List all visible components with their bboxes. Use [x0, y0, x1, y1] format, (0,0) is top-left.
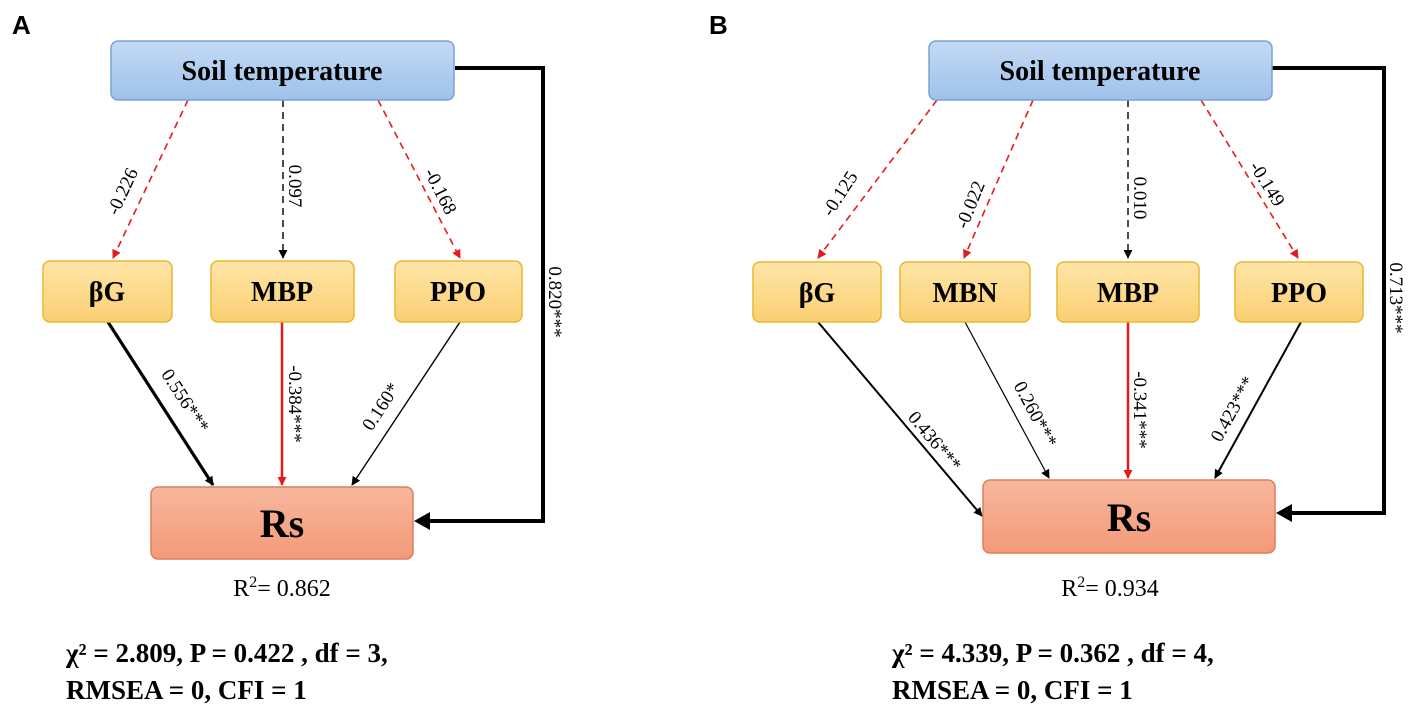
node-a-soil-temperature-label: Soil temperature	[182, 56, 383, 87]
path-b-temp-bg	[817, 99, 938, 259]
node-a-mbp-label: MBP	[251, 277, 313, 308]
panel-a: A Soil temperature βG MBP PPO Rs -0.226 …	[12, 10, 565, 705]
node-a-rs-label: Rs	[260, 501, 304, 546]
r2-b: R2= 0.934	[1061, 574, 1159, 602]
coef-a-temp-rs: 0.820***	[544, 266, 565, 337]
coef-b-temp-mbp: 0.010	[1129, 177, 1150, 220]
path-b-ppo-rs	[1214, 321, 1302, 479]
node-b-mbn-label: MBN	[932, 278, 997, 309]
r2-a-sup: 2	[249, 574, 257, 591]
node-b-mbn	[899, 261, 1031, 323]
path-a-temp-rs-arrowhead	[414, 512, 430, 530]
coef-a-temp-ppo: -0.168	[419, 165, 460, 218]
coef-b-bg-rs: 0.436***	[903, 407, 965, 475]
coef-a-mbp-rs: -0.384***	[284, 365, 305, 443]
node-a-mbp	[210, 260, 355, 323]
fit-stats-b-line1: χ² = 4.339, P = 0.362 , df = 4,	[891, 638, 1214, 668]
node-b-soil-temperature	[928, 40, 1273, 101]
node-b-rs	[982, 479, 1276, 554]
path-a-bg-rs	[106, 321, 215, 486]
node-a-ppo	[394, 260, 523, 323]
fit-stats-a-line1: χ² = 2.809, P = 0.422 , df = 3,	[65, 638, 388, 668]
r2-b-sup: 2	[1077, 574, 1085, 591]
r2-b-prefix: R	[1061, 576, 1077, 602]
path-a-temp-rs	[427, 66, 545, 523]
coef-a-temp-bg: -0.226	[103, 165, 143, 218]
node-a-soil-temperature	[110, 40, 455, 101]
path-b-bg-rs	[817, 321, 983, 517]
node-b-bg-label: βG	[799, 278, 836, 309]
path-b-temp-ppo	[1200, 99, 1299, 259]
coef-b-ppo-rs: 0.423***	[1207, 373, 1260, 445]
r2-a: R2= 0.862	[233, 574, 331, 602]
node-b-bg	[752, 261, 882, 323]
coef-a-bg-rs: 0.556***	[156, 365, 212, 436]
coef-b-temp-bg: -0.125	[818, 168, 862, 221]
fit-stats-a-line2: RMSEA = 0, CFI = 1	[66, 675, 307, 705]
node-b-soil-temperature-label: Soil temperature	[1000, 56, 1201, 87]
coef-b-temp-ppo: -0.149	[1245, 158, 1289, 211]
coef-b-temp-mbn: -0.022	[952, 178, 990, 231]
node-b-mbp	[1056, 261, 1200, 323]
node-b-mbp-label: MBP	[1097, 278, 1159, 309]
coef-a-temp-mbp: 0.097	[284, 165, 305, 208]
path-b-mbn-rs	[964, 321, 1050, 479]
panel-b-letter: B	[709, 10, 728, 40]
panel-b: B Soil temperature βG MBN MBP PPO Rs -0.…	[709, 10, 1406, 705]
path-a-temp-ppo	[377, 99, 461, 259]
coef-b-mbn-rs: 0.260***	[1009, 378, 1061, 451]
node-a-bg	[42, 260, 173, 323]
r2-a-prefix: R	[233, 576, 249, 602]
coef-b-temp-rs: 0.713***	[1385, 262, 1406, 333]
node-a-ppo-label: PPO	[430, 277, 486, 308]
path-a-ppo-rs	[351, 321, 461, 486]
panel-a-letter: A	[12, 10, 31, 40]
node-b-ppo	[1234, 261, 1364, 323]
r2-b-value: = 0.934	[1085, 576, 1159, 602]
node-b-rs-label: Rs	[1107, 495, 1151, 540]
node-a-rs	[150, 486, 414, 560]
fit-stats-b-line2: RMSEA = 0, CFI = 1	[892, 675, 1133, 705]
node-a-bg-label: βG	[89, 277, 126, 308]
r2-a-value: = 0.862	[257, 576, 331, 602]
path-b-temp-rs-arrowhead	[1276, 504, 1292, 522]
coef-a-ppo-rs: 0.160*	[358, 379, 404, 434]
coef-b-mbp-rs: -0.341***	[1129, 371, 1150, 449]
path-a-temp-bg	[112, 99, 189, 259]
node-b-ppo-label: PPO	[1271, 278, 1327, 309]
path-b-temp-mbn	[963, 99, 1034, 259]
path-b-temp-rs	[1272, 66, 1386, 515]
